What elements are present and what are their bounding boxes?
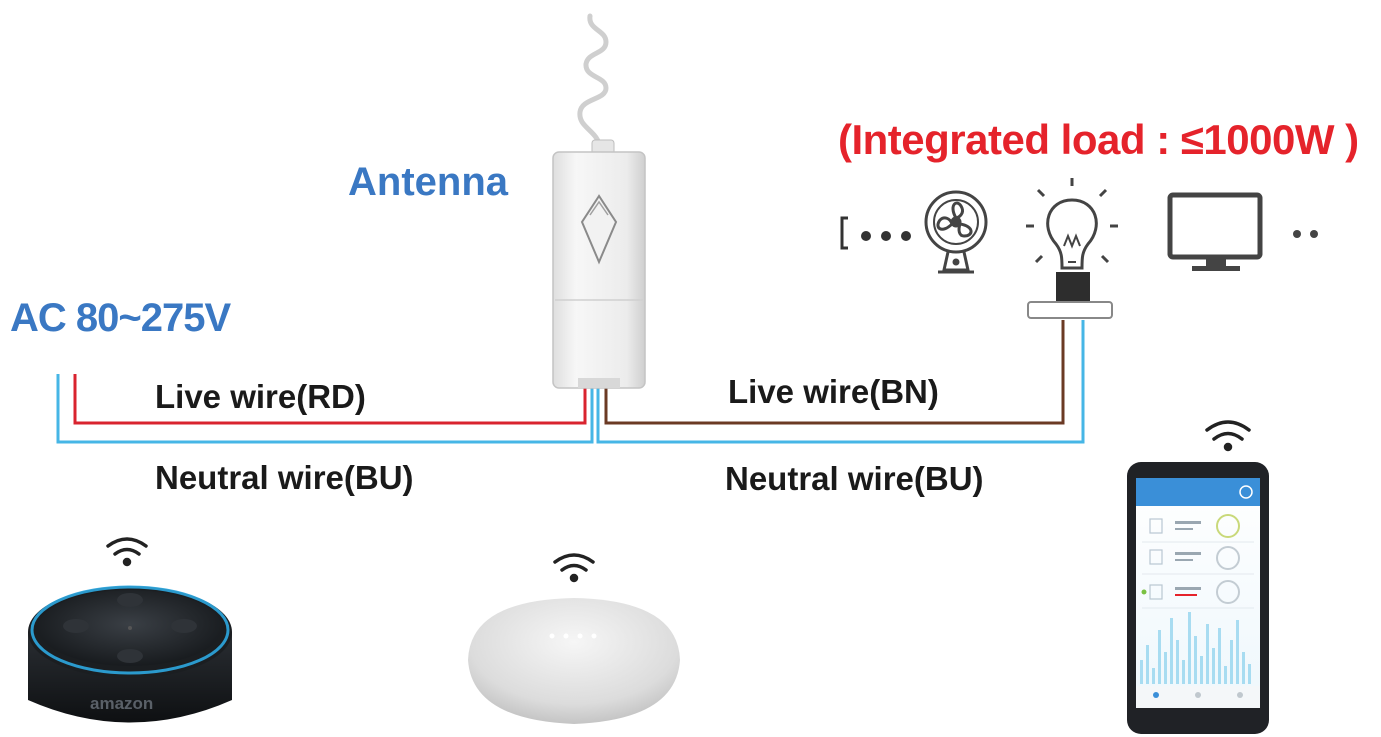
diamond-logo-icon xyxy=(580,194,618,265)
load-icons xyxy=(840,178,1318,319)
wires xyxy=(56,320,1085,444)
neutral-wire-out-label: Neutral wire(BU) xyxy=(725,460,984,497)
live-wire-out xyxy=(604,320,1065,425)
input-voltage-label: AC 80~275V xyxy=(10,296,231,340)
live-wire-in-label: Live wire(RD) xyxy=(155,378,366,415)
wifi-icon xyxy=(106,537,148,567)
monitor-icon xyxy=(1167,192,1263,271)
integrated-load-label: (Integrated load : ≤1000W ) xyxy=(838,116,1359,163)
echo-dot-brand-text: amazon xyxy=(90,694,154,713)
bracket-icon xyxy=(840,216,848,250)
live-wire-out-label: Live wire(BN) xyxy=(728,373,939,410)
live-wire-in xyxy=(73,374,587,425)
antenna-coil-icon xyxy=(577,13,609,151)
lamp-socket-icon xyxy=(1027,272,1113,319)
antenna-label: Antenna xyxy=(348,160,508,204)
wifi-icon xyxy=(553,553,595,583)
smartphone-icon xyxy=(1127,462,1269,734)
wifi-icon xyxy=(1205,420,1251,452)
light-bulb-icon xyxy=(1026,178,1118,270)
neutral-wire-in xyxy=(56,374,594,444)
fan-icon xyxy=(924,190,988,274)
smart-switch-module xyxy=(552,13,646,389)
smart-speaker-icon xyxy=(28,585,232,723)
neutral-wire-out xyxy=(596,320,1085,444)
smart-speaker-icon xyxy=(468,598,680,724)
neutral-wire-in-label: Neutral wire(BU) xyxy=(155,459,414,496)
